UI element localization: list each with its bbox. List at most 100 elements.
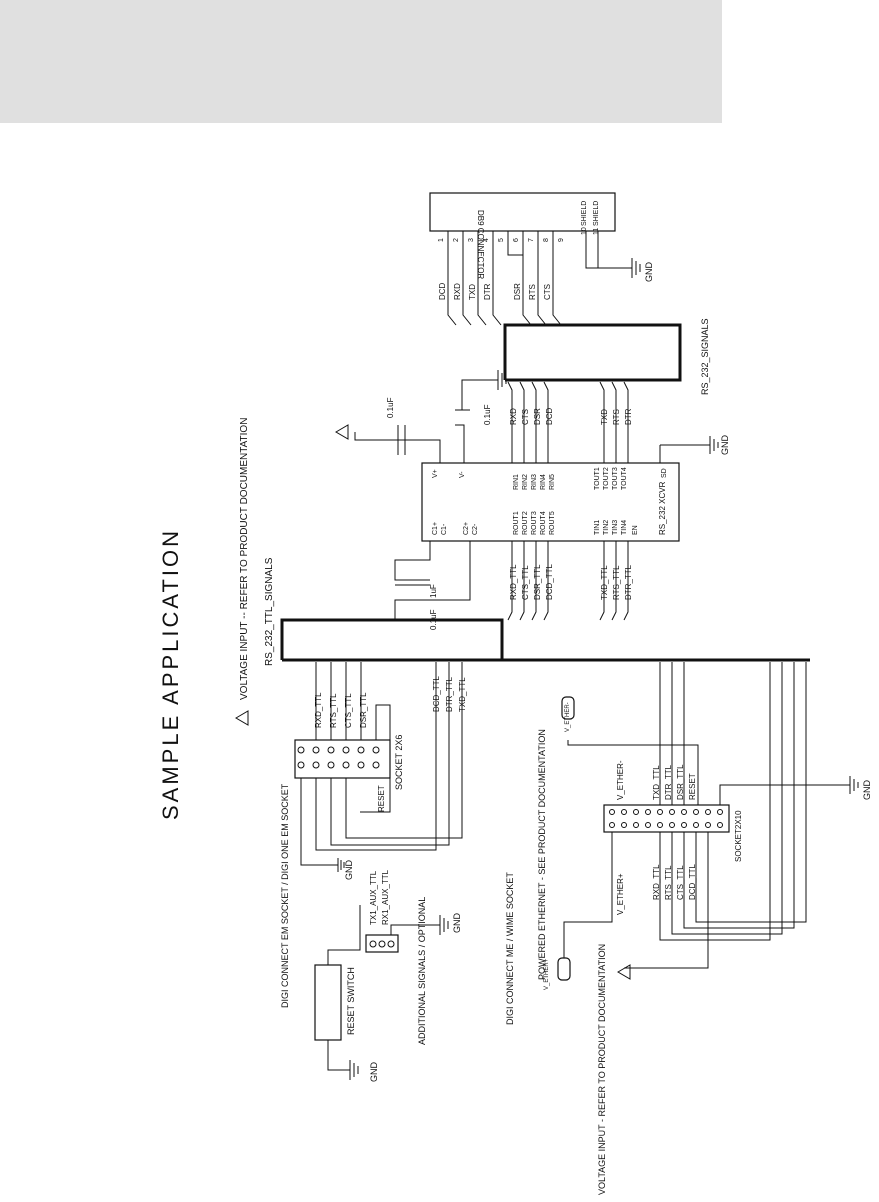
db9-pin-9: 9: [558, 238, 565, 242]
gnd-label-additional: GND: [452, 913, 462, 934]
db9-pin-2: 2: [453, 238, 460, 242]
xcvr-label: RS_232 XCVR: [658, 481, 667, 535]
xcvr-rin5: RIN5: [549, 474, 556, 490]
xcvr-rin3: RIN3: [531, 474, 538, 490]
socket-2x6-pins: [297, 746, 380, 769]
socket-2x10: [603, 804, 730, 833]
xcvr-caps: [335, 370, 507, 620]
xcvr-rout5: ROUT5: [549, 511, 556, 535]
gnd-symbol-2x10: [849, 776, 859, 794]
xcvr-rout3: ROUT3: [531, 511, 538, 535]
xcvr-tin4: TIN4: [621, 520, 628, 535]
db9-shield-10: SHIELD: [581, 201, 588, 226]
socket-2x10-pins: [609, 809, 723, 828]
gnd-label-reset: GND: [369, 1062, 379, 1083]
xcvr-cap-c2p: C2+: [463, 522, 470, 535]
xcvr-rs-dcd: DCD: [545, 407, 554, 425]
additional-wires: [390, 915, 449, 935]
xcvr-ttl-dsr: DSR_TTL: [533, 564, 542, 600]
socket-2x10-label: SOCKET2X10: [734, 810, 743, 862]
voltage-triangle-bottom: [617, 964, 631, 980]
rs232-xcvr-chip: [421, 462, 680, 542]
db9-pin-10: 10: [581, 227, 588, 235]
cap-label-vm: 0.1uF: [483, 404, 492, 425]
gnd-label-xcvr: GND: [720, 435, 730, 456]
sock6-sig-dsr: DSR_TTL: [359, 692, 368, 728]
cap-label-top: 0.1uF: [386, 397, 395, 418]
digi-me-label: DIGI CONNECT ME / WIME SOCKET: [505, 872, 515, 1025]
gnd-label-2x6: GND: [344, 860, 354, 881]
xcvr-rs-dsr: DSR: [533, 408, 542, 425]
db9-sig-txd: TXD: [468, 284, 477, 300]
xcvr-tout3: TOUT3: [612, 467, 619, 490]
db9-pin-8: 8: [543, 238, 550, 242]
sock10-top-2: DTR_TTL: [664, 764, 673, 800]
xcvr-cap-c2m: C2-: [472, 523, 479, 535]
xcvr-en: EN: [632, 525, 639, 535]
db9-sig-dcd: DCD: [438, 282, 447, 300]
sock6-sig-cts: CTS_TTL: [344, 693, 353, 728]
db9-pin-4: 4: [483, 238, 490, 242]
xcvr-rs-rxd: RXD: [509, 408, 518, 425]
db9-sig-dtr: DTR: [483, 283, 492, 300]
voltage-input-bottom-label: VOLTAGE INPUT - REFER TO PRODUCT DOCUMEN…: [597, 944, 607, 1195]
sock10-bot-2: RTS_TTL: [664, 865, 673, 900]
db9-sig-dsr: DSR: [513, 283, 522, 300]
reset-switch[interactable]: [314, 964, 342, 1041]
xcvr-tout4: TOUT4: [621, 467, 628, 490]
xcvr-cap-vp: V+: [432, 469, 439, 478]
xcvr-ttl-dcd: DCD_TTL: [545, 563, 554, 600]
xcvr-cap-c1m: C1-: [441, 523, 448, 535]
db9-pin-7: 7: [528, 238, 535, 242]
db9-pin-3: 3: [468, 238, 475, 242]
xcvr-cap-c1p: C1+: [432, 522, 439, 535]
xcvr-sd: SD: [661, 468, 668, 478]
v-ether-plus-connector: V_ETHER+: [544, 832, 613, 990]
reset-switch-label: RESET SWITCH: [346, 967, 356, 1035]
db9-wires: [447, 231, 641, 326]
ttl-bus: [280, 618, 504, 662]
db9-sig-cts: CTS: [543, 284, 552, 300]
sock10-bot-0: V_ETHER+: [616, 873, 625, 915]
xcvr-cap-vm: V-: [459, 471, 466, 478]
sock10-bot-1: RXD_TTL: [652, 864, 661, 900]
xcvr-wires: [507, 381, 719, 621]
db9-shield-11: SHIELD: [593, 201, 600, 226]
rs232-bus: [503, 323, 682, 382]
db9-pin-5: 5: [498, 238, 505, 242]
socket-2x6: [294, 739, 391, 779]
sock10-top-1: TXD_TTL: [652, 765, 661, 800]
socket-2x6-wires: [300, 662, 463, 866]
powered-ethernet-label: POWERED ETHERNET - SEE PRODUCT DOCUMENTA…: [537, 729, 547, 980]
xcvr-tin3: TIN3: [612, 520, 619, 535]
sock10-bot-4: DCD_TTL: [688, 863, 697, 900]
socket-2x10-wires: [624, 662, 850, 969]
xcvr-rout4: ROUT4: [540, 511, 547, 535]
reset-switch-wires: [327, 905, 361, 1080]
svg-text:V_ETHER-: V_ETHER-: [565, 702, 571, 732]
cap-label-bottom: 0.1uF: [429, 609, 438, 630]
rs232-signals-label: RS_232_SIGNALS: [700, 318, 710, 395]
sock10-top-4: RESET: [688, 773, 697, 800]
sock10-top-0: V_ETHER-: [616, 760, 625, 800]
xcvr-tin1: TIN1: [594, 520, 601, 535]
xcvr-tin2: TIN2: [603, 520, 610, 535]
cap-label-1uf: 1uF: [429, 584, 438, 598]
gnd-label-2x10: GND: [862, 780, 872, 801]
xcvr-ttl-cts: CTS_TTL: [521, 565, 530, 600]
v-ether-minus-connector: V_ETHER-: [561, 696, 699, 805]
xcvr-rout2: ROUT2: [522, 511, 529, 535]
db9-pin-1: 1: [438, 238, 445, 242]
db9-pin-11: 11: [593, 228, 600, 235]
xcvr-rin4: RIN4: [540, 474, 547, 490]
tx1-aux-label: TX1_AUX_TTL: [369, 870, 378, 925]
xcvr-tout1: TOUT1: [594, 467, 601, 490]
header-band: [0, 0, 722, 123]
db9-sig-rxd: RXD: [453, 283, 462, 300]
xcvr-rout1: ROUT1: [513, 511, 520, 535]
svg-text:V_ETHER+: V_ETHER+: [544, 958, 550, 990]
diagram-title: SAMPLE APPLICATION: [158, 528, 183, 820]
xcvr-ttl-rxd: RXD_TTL: [509, 564, 518, 600]
sock6-sig-rxd: RXD_TTL: [314, 692, 323, 728]
voltage-triangle-top: [235, 710, 249, 726]
